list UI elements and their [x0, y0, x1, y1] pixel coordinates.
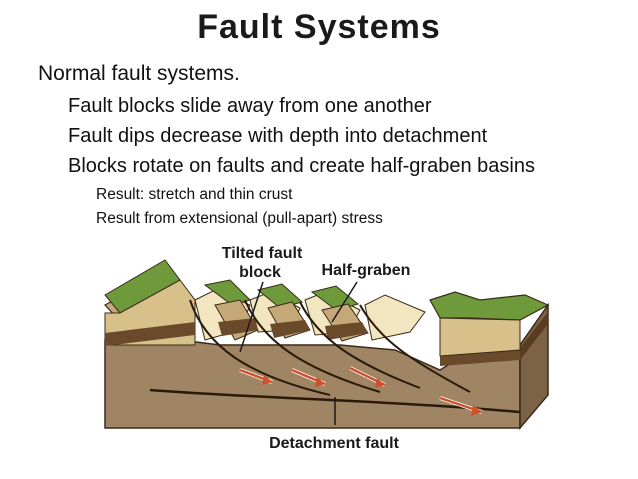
fault-line-1 [189, 299, 331, 396]
stratum-band-right-side [520, 312, 548, 360]
bullet-fault-dips: Fault dips decrease with depth into deta… [68, 125, 488, 147]
stratum-band-right [440, 348, 520, 366]
block-right-face [519, 302, 549, 431]
half-graben-pointer [331, 281, 358, 323]
slip-arrow-4 [439, 396, 483, 416]
label-tilted-fault-line2: block [239, 264, 281, 281]
tilted-block-2 [256, 283, 311, 339]
fault-line-3 [299, 301, 421, 389]
bullet-blocks-slide: Fault blocks slide away from one another [68, 95, 432, 117]
slide-title: Fault Systems [197, 8, 441, 46]
bullet-blocks-rotate: Blocks rotate on faults and create half-… [68, 155, 535, 177]
slip-arrow-1 [239, 368, 273, 385]
tilted-block-3 [310, 285, 369, 342]
bullet-normal-fault-systems: Normal fault systems. [38, 62, 240, 85]
left-block-band [105, 322, 195, 346]
label-detachment-fault: Detachment fault [269, 435, 399, 452]
bullet-result-stretch: Result: stretch and thin crust [96, 186, 293, 203]
label-tilted-fault-line1: Tilted fault [222, 245, 303, 262]
fault-line-4 [359, 304, 471, 393]
graben-fill-4 [364, 294, 426, 341]
right-block-face [439, 317, 521, 357]
slip-arrow-3 [349, 366, 386, 388]
label-half-graben: Half-graben [322, 262, 411, 279]
tilted-block-pointer [239, 281, 264, 353]
right-block-grass [429, 291, 550, 321]
bullet-result-extensional: Result from extensional (pull-apart) str… [96, 210, 383, 227]
slip-arrow-2 [291, 368, 326, 387]
